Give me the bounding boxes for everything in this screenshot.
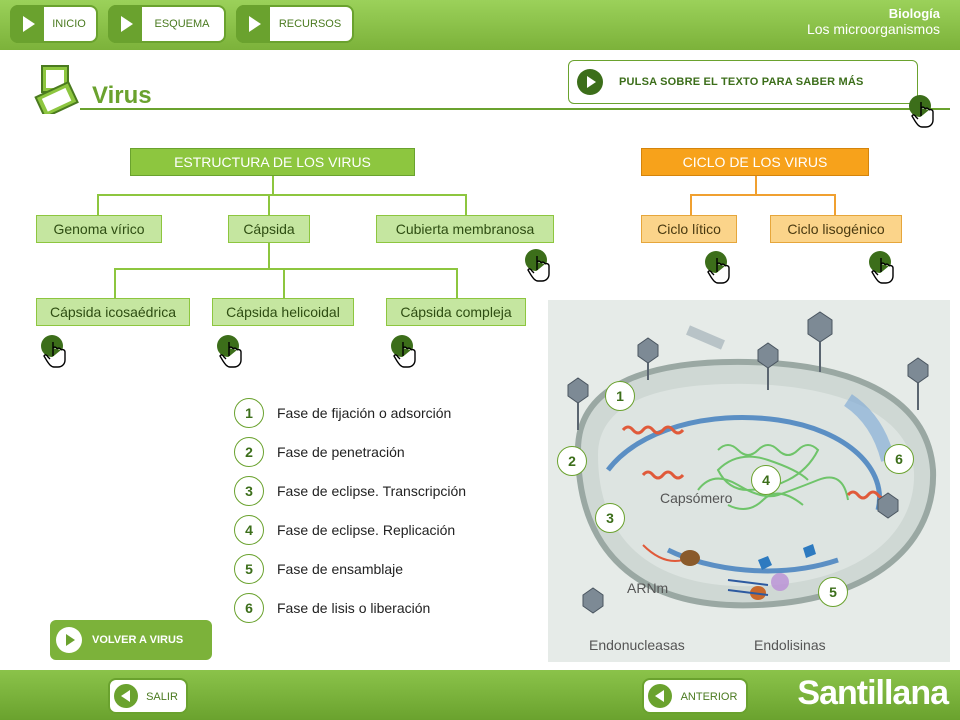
- subject-name: Biología: [888, 6, 940, 21]
- tree-connector: [97, 194, 467, 196]
- tree-connector: [834, 194, 836, 216]
- tree-connector: [268, 194, 270, 216]
- phase-marker[interactable]: 1: [605, 381, 635, 411]
- phase-item[interactable]: 4 Fase de eclipse. Replicación: [234, 515, 455, 545]
- tree-connector: [690, 194, 836, 196]
- helical-capsid-box[interactable]: Cápsida helicoidal: [212, 298, 354, 326]
- endolysins-label: Endolisinas: [754, 637, 826, 653]
- hint-text: PULSA SOBRE EL TEXTO PARA SABER MÁS: [619, 76, 864, 88]
- tree-connector: [114, 268, 116, 298]
- tree-connector: [456, 268, 458, 298]
- endonucleases-label: Endonucleasas: [589, 637, 685, 653]
- phase-number: 3: [234, 476, 264, 506]
- mrna-label: ARNm: [627, 580, 669, 596]
- hand-pointer-icon[interactable]: [522, 248, 554, 284]
- previous-button[interactable]: ANTERIOR: [642, 678, 748, 714]
- genome-box[interactable]: Genoma vírico: [36, 215, 162, 243]
- capsid-box[interactable]: Cápsida: [228, 215, 310, 243]
- title-divider: [80, 108, 950, 110]
- phase-number: 6: [234, 593, 264, 623]
- back-to-virus-label: VOLVER A VIRUS: [92, 634, 184, 646]
- hand-pointer-icon[interactable]: [702, 250, 734, 286]
- lytic-cycle-illustration: 1 2 3 4 5 6 Capsómero ARNm Endonucleasas…: [548, 300, 950, 662]
- exit-button[interactable]: SALIR: [108, 678, 188, 714]
- lysogenic-cycle-box[interactable]: Ciclo lisogénico: [770, 215, 902, 243]
- capsomere-label: Capsómero: [660, 490, 733, 506]
- home-button[interactable]: INICIO: [10, 5, 98, 43]
- tree-connector: [283, 268, 285, 298]
- phase-label: Fase de penetración: [277, 444, 405, 460]
- phase-marker[interactable]: 5: [818, 577, 848, 607]
- phase-number: 1: [234, 398, 264, 428]
- tree-connector: [465, 194, 467, 216]
- play-icon: [236, 5, 270, 43]
- phase-label: Fase de lisis o liberación: [277, 600, 431, 616]
- back-to-virus-button[interactable]: VOLVER A VIRUS: [50, 620, 212, 660]
- play-icon: [10, 5, 44, 43]
- phase-marker[interactable]: 2: [557, 446, 587, 476]
- complex-capsid-box[interactable]: Cápsida compleja: [386, 298, 526, 326]
- hand-pointer-icon[interactable]: [214, 334, 246, 370]
- hand-pointer-icon[interactable]: [388, 334, 420, 370]
- cycle-header[interactable]: CICLO DE LOS VIRUS: [641, 148, 869, 176]
- hand-pointer-icon[interactable]: [866, 250, 898, 286]
- phase-label: Fase de ensamblaje: [277, 561, 404, 577]
- subject-header: Biología Los microorganismos: [807, 6, 940, 37]
- home-label: INICIO: [52, 18, 86, 30]
- hand-pointer-icon[interactable]: [38, 334, 70, 370]
- brand-logo: Santillana: [797, 674, 949, 712]
- envelope-box[interactable]: Cubierta membranosa: [376, 215, 554, 243]
- phase-label: Fase de eclipse. Replicación: [277, 522, 456, 538]
- phase-label: Fase de fijación o adsorción: [277, 405, 452, 421]
- resources-label: RECURSOS: [278, 18, 342, 30]
- phase-label: Fase de eclipse. Transcripción: [277, 483, 467, 499]
- previous-label: ANTERIOR: [680, 691, 738, 703]
- back-arrow-icon: [114, 684, 138, 708]
- play-icon: [577, 69, 603, 95]
- phase-number: 5: [234, 554, 264, 584]
- play-icon: [108, 5, 142, 43]
- tree-connector: [114, 268, 458, 270]
- phase-item[interactable]: 2 Fase de penetración: [234, 437, 405, 467]
- tree-connector: [755, 176, 757, 194]
- phase-number: 4: [234, 515, 264, 545]
- tree-connector: [272, 176, 274, 194]
- tree-connector: [268, 242, 270, 270]
- tree-connector: [690, 194, 692, 216]
- phase-number: 2: [234, 437, 264, 467]
- resources-button[interactable]: RECURSOS: [236, 5, 354, 43]
- page-title: Virus: [92, 82, 152, 109]
- section-logo-icon: [34, 65, 79, 114]
- phase-item[interactable]: 3 Fase de eclipse. Transcripción: [234, 476, 466, 506]
- phase-marker[interactable]: 4: [751, 465, 781, 495]
- exit-label: SALIR: [146, 691, 178, 703]
- hand-pointer-icon[interactable]: [906, 94, 938, 130]
- phase-item[interactable]: 5 Fase de ensamblaje: [234, 554, 403, 584]
- phase-marker[interactable]: 3: [595, 503, 625, 533]
- back-arrow-icon: [648, 684, 672, 708]
- play-icon: [56, 627, 82, 653]
- icosahedral-capsid-box[interactable]: Cápsida icosaédrica: [36, 298, 190, 326]
- scheme-label: ESQUEMA: [154, 18, 210, 30]
- unit-name: Los microorganismos: [806, 21, 940, 37]
- bacterium-cell-drawing: [567, 311, 937, 614]
- hint-banner: PULSA SOBRE EL TEXTO PARA SABER MÁS: [568, 60, 918, 104]
- lytic-cycle-box[interactable]: Ciclo lítico: [641, 215, 737, 243]
- tree-connector: [97, 194, 99, 216]
- structure-header[interactable]: ESTRUCTURA DE LOS VIRUS: [130, 148, 415, 176]
- phase-item[interactable]: 6 Fase de lisis o liberación: [234, 593, 430, 623]
- phase-marker[interactable]: 6: [884, 444, 914, 474]
- phase-item[interactable]: 1 Fase de fijación o adsorción: [234, 398, 451, 428]
- scheme-button[interactable]: ESQUEMA: [108, 5, 226, 43]
